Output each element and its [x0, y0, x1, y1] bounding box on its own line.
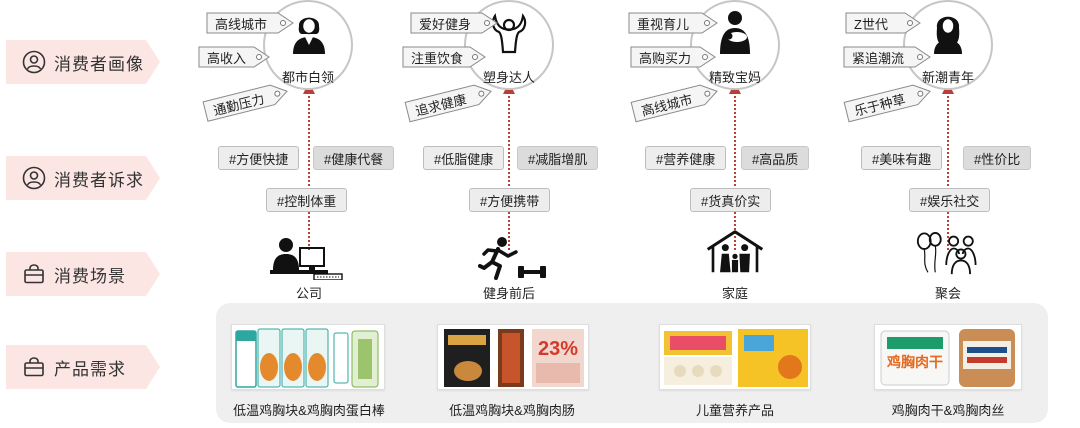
businesswoman-icon [293, 17, 325, 54]
young-woman-icon [934, 16, 962, 54]
category-text: 消费者画像 [54, 54, 144, 74]
demand-tag: #娱乐社交 [909, 188, 991, 212]
category-label: 消费场景 [6, 252, 160, 296]
scene-label: 聚会 [934, 286, 961, 301]
scene-label: 家庭 [721, 286, 748, 301]
product-label: 儿童营养产品 [695, 403, 774, 418]
persona-name: 都市白领 [281, 70, 334, 85]
demand-tag: #货真价实 [690, 188, 772, 212]
product-label: 低温鸡胸块&鸡胸肉肠 [449, 403, 575, 418]
trait-text: 高收入 [207, 50, 247, 66]
demand-tag: #低脂健康 [423, 146, 505, 170]
product-image [231, 324, 385, 390]
trait-tag: Z世代 [845, 12, 921, 34]
scene-label: 健身前后 [482, 286, 535, 301]
person-circle-icon [22, 166, 46, 190]
trait-text: Z世代 [854, 16, 888, 32]
persona-name: 精致宝妈 [708, 70, 761, 85]
trait-text: 高购买力 [639, 50, 692, 66]
demand-tag: #美味有趣 [861, 146, 943, 170]
bag-icon [24, 264, 44, 284]
category-text: 消费者诉求 [54, 170, 144, 190]
trait-text: 高线城市 [215, 16, 268, 32]
trait-tag: 乐于种草 [843, 80, 934, 123]
mother-baby-icon [720, 11, 750, 54]
trait-tag: 高购买力 [630, 46, 716, 68]
scene-label: 公司 [295, 286, 322, 301]
category-text: 消费场景 [54, 266, 126, 286]
trait-tag: 高收入 [198, 46, 270, 68]
runner-dumbbell-icon [478, 237, 546, 280]
demand-tag: #减脂增肌 [517, 146, 599, 170]
demand-tag: #高品质 [741, 146, 810, 170]
category-text: 产品需求 [54, 359, 126, 379]
category-arrow-bg [6, 40, 160, 84]
party-group-icon [916, 232, 977, 275]
persona-name: 塑身达人 [482, 70, 535, 85]
persona-name: 新潮青年 [921, 70, 974, 85]
trait-text: 注重饮食 [411, 50, 464, 66]
demand-tag: #方便快捷 [218, 146, 300, 170]
demand-tag: #方便携带 [469, 188, 551, 212]
product-image [659, 324, 811, 390]
trait-tag: 注重饮食 [402, 46, 486, 68]
svg-text:23%: 23% [538, 338, 578, 360]
trait-text: 爱好健身 [419, 16, 472, 32]
trait-tag: 高线城市 [206, 12, 294, 34]
product-label: 鸡胸肉干&鸡胸肉丝 [891, 403, 1005, 418]
trait-text: 紧追潮流 [852, 50, 905, 66]
bag-icon [24, 357, 44, 377]
muscle-man-icon [491, 13, 527, 54]
trait-tag: 通勤压力 [202, 80, 291, 122]
product-image: 23% [437, 324, 589, 390]
demand-tag: #性价比 [963, 146, 1032, 170]
demand-tag: #健康代餐 [313, 146, 395, 170]
category-arrow-bg [6, 252, 160, 296]
demand-tag: #营养健康 [645, 146, 727, 170]
category-label: 消费者画像 [6, 40, 160, 84]
trait-tag: 高线城市 [630, 80, 721, 123]
category-arrow-bg [6, 345, 160, 389]
trait-text: 重视育儿 [637, 16, 690, 32]
product-label: 低温鸡胸块&鸡胸肉蛋白棒 [233, 403, 385, 418]
category-label: 消费者诉求 [6, 156, 160, 200]
svg-text:鸡胸肉干: 鸡胸肉干 [886, 354, 943, 371]
person-circle-icon [22, 50, 46, 74]
product-image: 鸡胸肉干 [874, 324, 1022, 390]
demand-tag: #控制体重 [266, 188, 348, 212]
office-worker-icon [270, 238, 343, 280]
trait-tag: 追求健康 [404, 80, 495, 123]
trait-tag: 爱好健身 [410, 12, 498, 34]
trait-tag: 紧追潮流 [843, 46, 931, 68]
category-arrow-bg [6, 156, 160, 200]
trait-tag: 重视育儿 [628, 12, 718, 34]
category-label: 产品需求 [6, 345, 160, 389]
family-house-icon [706, 230, 764, 273]
